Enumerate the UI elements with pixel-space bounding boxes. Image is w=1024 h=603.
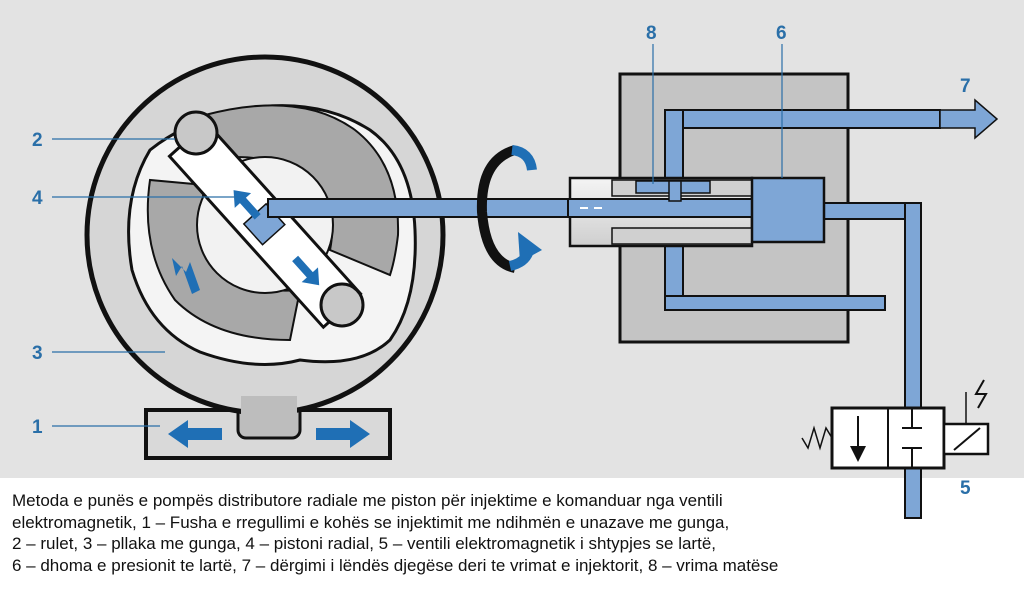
outlet-arrow-icon — [939, 98, 999, 140]
metering-hole — [635, 180, 711, 202]
caption-line: elektromagnetik, 1 – Fusha e rregullimi … — [12, 512, 730, 532]
high-pressure-chamber — [750, 176, 826, 244]
label-1: 1 — [32, 417, 43, 438]
caption-line: Metoda e punës e pompës distributore rad… — [12, 491, 723, 510]
roller-bottom — [319, 282, 365, 328]
rotation-arrow-icon — [476, 145, 542, 273]
flow-arrows — [168, 258, 370, 448]
label-4: 4 — [32, 188, 43, 209]
label-7: 7 — [960, 76, 971, 97]
label-6: 6 — [776, 23, 787, 44]
solenoid-valve — [801, 379, 990, 470]
figure-caption: Metoda e punës e pompës distributore rad… — [12, 490, 1012, 576]
caption-line: 6 – dhoma e presionit te lartë, 7 – dërg… — [12, 555, 779, 575]
label-3: 3 — [32, 343, 43, 364]
arrow-right-icon — [316, 420, 370, 448]
caption-line: 2 – rulet, 3 – pllaka me gunga, 4 – pist… — [12, 534, 716, 553]
electric-bolt-icon — [974, 379, 988, 409]
roller-top — [173, 110, 219, 156]
leader-lines — [52, 44, 783, 427]
arrow-left-icon — [168, 420, 222, 448]
label-2: 2 — [32, 130, 43, 151]
fuel-channels — [664, 109, 941, 519]
rotation-direction-icon — [172, 258, 200, 294]
label-5: 5 — [960, 478, 971, 499]
label-8: 8 — [646, 23, 657, 44]
piston-stroke-arrows — [233, 190, 320, 286]
